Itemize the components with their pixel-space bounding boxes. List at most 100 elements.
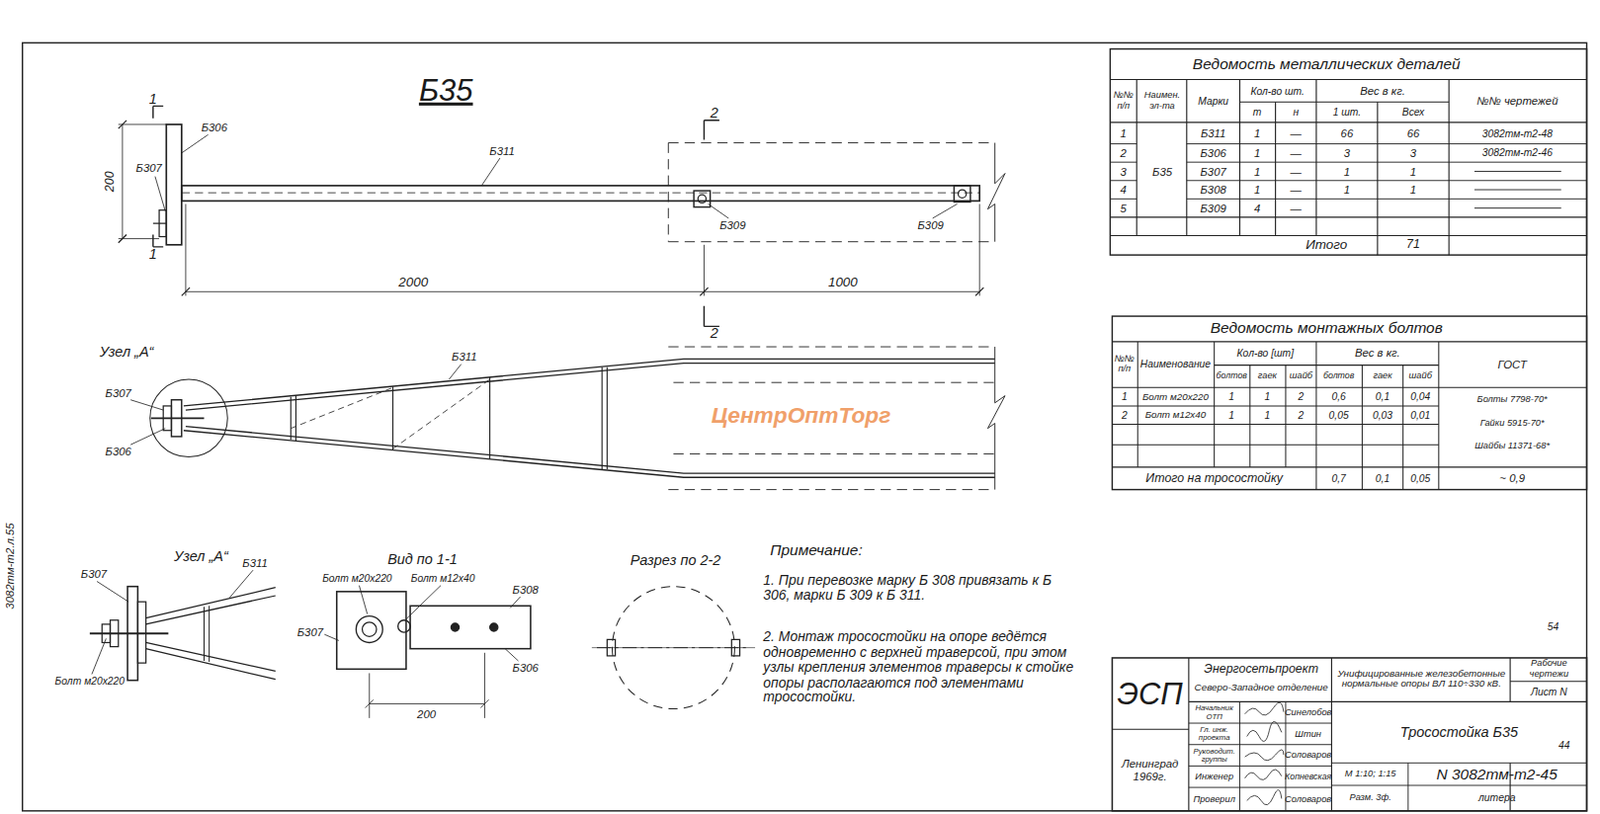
drawing-label: Б311 xyxy=(1200,127,1227,140)
drawing-label: 5 xyxy=(1120,201,1127,214)
drawing-label: Тросостойка Б35 xyxy=(1400,724,1518,741)
drawing-label: 0,03 xyxy=(1372,410,1393,422)
drawing-label: болтов xyxy=(1323,371,1354,382)
drawing-label: 1 xyxy=(149,90,158,107)
drawing-label: Соловаров xyxy=(1284,750,1332,760)
drawing-label: Б311 xyxy=(242,557,268,570)
drawing-label: Б309 xyxy=(917,219,943,232)
drawing-label: Узел „А“ xyxy=(99,343,155,360)
drawing-label: 1 xyxy=(1228,410,1235,422)
drawing-label: Б307 xyxy=(1199,165,1226,177)
drawing-label: Шайбы 11371-68* xyxy=(1450,441,1574,452)
drawing-label: Наимен. эл-та xyxy=(1138,90,1185,111)
drawing-label: шайб xyxy=(1409,371,1432,382)
drawing-label: 200 xyxy=(103,170,118,192)
drawing-label: 0,05 xyxy=(1329,410,1349,422)
drawing-label: N 3082тм-т2-45 xyxy=(1436,765,1558,783)
drawing-label: Б309 xyxy=(719,219,746,232)
drawing-label: 3 xyxy=(1344,147,1350,160)
drawing-label: 2. Монтаж тросостойки на опоре ведётся о… xyxy=(762,630,1080,707)
drawing-label: 2 xyxy=(710,326,719,342)
drawing-label: Ленинград 1969г. xyxy=(1113,757,1185,783)
drawing-label: Копневская xyxy=(1284,771,1332,782)
drawing-label: 2 xyxy=(1298,391,1305,403)
drawing-label: Б306 xyxy=(1199,147,1226,160)
drawing-label: 1000 xyxy=(828,275,858,291)
drawing-label: 1 xyxy=(1254,127,1261,140)
drawing-label: 0,01 xyxy=(1410,410,1431,422)
drawing-label: 3082тм-т2.л.55 xyxy=(3,522,16,609)
drawing-label: Б308 xyxy=(512,584,539,596)
drawing-label: 1 xyxy=(1344,183,1350,196)
drawing-label: 2 xyxy=(1120,147,1127,160)
drawing-label: 1 xyxy=(1263,410,1270,422)
drawing-label: Гайки 5915-70* xyxy=(1450,418,1574,428)
drawing-label: Вес в кг. xyxy=(1359,84,1406,97)
drawing-label: гаек xyxy=(1258,371,1277,382)
drawing-label: литера xyxy=(1478,792,1516,804)
drawing-label: Б307 xyxy=(136,162,163,174)
drawing-label: Б307 xyxy=(297,626,324,639)
drawing-label: 0,7 xyxy=(1331,473,1346,485)
drawing-label: ~ 0,9 xyxy=(1499,472,1525,485)
drawing-label: гаек xyxy=(1372,371,1392,382)
drawing-label: болтов xyxy=(1216,371,1248,382)
drawing-label: 1 xyxy=(1120,127,1127,140)
drawing-label: 200 xyxy=(417,708,436,721)
drawing-label: Болты 7798-70* xyxy=(1450,395,1574,406)
drawing-label: 54 xyxy=(1547,620,1559,632)
drawing-label: Гл. инж. проекта xyxy=(1189,725,1240,743)
drawing-label: 3082тм-т2-46 xyxy=(1482,147,1553,159)
drawing-label: 1. При перевозке марку Б 308 привязать к… xyxy=(762,573,1070,604)
drawing-label: 44 xyxy=(1558,740,1570,752)
drawing-label: №№ чертежей xyxy=(1455,94,1579,107)
drawing-label: 3082тм-т2-48 xyxy=(1482,128,1553,140)
drawing-label: Б311 xyxy=(489,145,515,158)
drawing-label: 4 xyxy=(1254,201,1261,214)
drawing-label: 1 xyxy=(1410,183,1417,196)
drawing-label: 2 xyxy=(1298,410,1305,422)
drawing-label: шайб xyxy=(1289,371,1313,382)
drawing-label: 0,05 xyxy=(1410,473,1431,485)
drawing-label: 1 xyxy=(1228,391,1235,403)
drawing-label: — xyxy=(1290,201,1302,214)
drawing-label: М 1:10; 1:15 xyxy=(1345,769,1397,780)
drawing-label: — xyxy=(1290,165,1302,177)
drawing-label: Ведомость металлических деталей xyxy=(1192,56,1461,74)
drawing-label: Болт м20х220 xyxy=(1142,391,1209,403)
drawing-label: Узел „А“ xyxy=(173,549,229,566)
drawing-label: 1 xyxy=(1254,165,1261,177)
drawing-label: Болт м20х220 xyxy=(322,573,392,585)
drawing-label: №№ п/п xyxy=(1112,353,1136,374)
drawing-label: Синелобов xyxy=(1284,707,1333,718)
drawing-label: Кол-во шт. xyxy=(1250,84,1305,96)
drawing-label: Б306 xyxy=(105,445,132,458)
drawing-label: Северо-Западное отделение xyxy=(1194,682,1329,694)
drawing-label: Примечание: xyxy=(769,542,863,560)
drawing-label: Б308 xyxy=(1199,183,1226,196)
drawing-label: — xyxy=(1290,147,1302,160)
drawing-label: 0,1 xyxy=(1375,473,1390,485)
drawing-label: Итого xyxy=(1305,237,1348,253)
drawing-label: Б309 xyxy=(1199,201,1226,214)
drawing-label: 1 xyxy=(1263,391,1270,403)
drawing-label: Руководит. группы xyxy=(1189,747,1240,764)
drawing-label: 1 xyxy=(1344,165,1350,177)
drawing-label: Проверил xyxy=(1192,794,1235,805)
drawing-label: — xyxy=(1290,183,1302,196)
drawing-label: 1 шт. xyxy=(1333,106,1362,118)
drawing-label: 2000 xyxy=(398,275,428,291)
drawing-label: Вес в кг. xyxy=(1354,346,1401,359)
drawing-label: 1 xyxy=(1121,391,1128,403)
drawing-label: 4 xyxy=(1120,183,1127,196)
drawing-label: №№ п/п xyxy=(1110,90,1136,111)
drawing-label: 2 xyxy=(1121,410,1128,422)
drawing-label: 1 xyxy=(1254,183,1261,196)
drawing-label: Б311 xyxy=(451,350,478,363)
drawing-label: Б306 xyxy=(512,662,539,674)
drawing-label: 66 xyxy=(1341,127,1354,140)
drawing-label: Штин xyxy=(1294,729,1322,740)
drawing-label: 0,6 xyxy=(1331,391,1346,403)
drawing-label: ЦентрОптТорг xyxy=(708,404,895,429)
